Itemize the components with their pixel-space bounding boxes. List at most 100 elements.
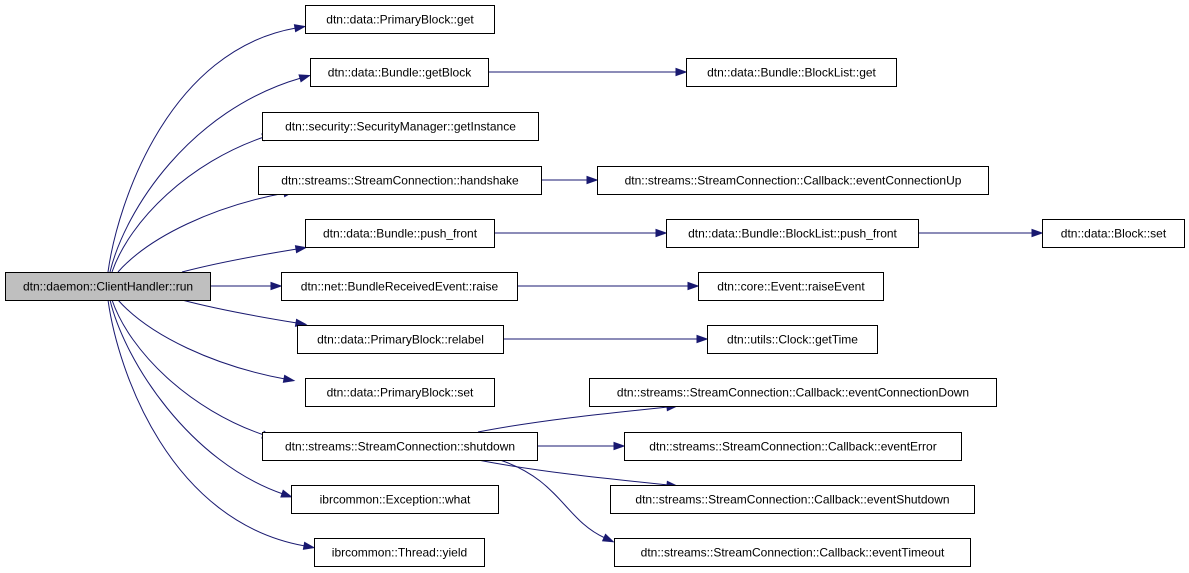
node-bundle-push-front[interactable]: dtn::data::Bundle::push_front xyxy=(305,219,495,248)
node-box[interactable] xyxy=(262,112,539,141)
edge-sc_handshake-to-cb_conn_up xyxy=(541,175,599,185)
arrow-head-icon xyxy=(294,245,308,254)
node-label: dtn::data::Bundle::getBlock xyxy=(328,66,472,80)
edge-root-to-pb_relabel xyxy=(181,299,308,327)
node-label: dtn::data::Bundle::BlockList::push_front xyxy=(688,227,897,241)
arrow-head-icon xyxy=(270,281,283,291)
node-blocklist-get[interactable]: dtn::data::Bundle::BlockList::get xyxy=(686,58,897,87)
node-box[interactable] xyxy=(291,485,499,514)
arrow-head-icon xyxy=(586,175,599,185)
arrow-head-icon xyxy=(675,67,688,77)
arrow-head-icon xyxy=(601,533,615,543)
node-box[interactable] xyxy=(305,5,495,34)
node-label: dtn::streams::StreamConnection::handshak… xyxy=(281,174,519,188)
edge-line xyxy=(107,299,306,547)
node-label: dtn::streams::StreamConnection::Callback… xyxy=(641,546,945,560)
node-label: dtn::streams::StreamConnection::shutdown xyxy=(285,440,515,454)
node-label: dtn::data::PrimaryBlock::relabel xyxy=(317,333,484,347)
node-box[interactable] xyxy=(686,58,897,87)
node-cb-shutdown[interactable]: dtn::streams::StreamConnection::Callback… xyxy=(610,485,975,514)
edge-line xyxy=(111,136,265,273)
arrow-head-icon xyxy=(613,441,626,451)
edge-line xyxy=(109,77,302,273)
edge-line xyxy=(117,192,286,273)
node-box[interactable] xyxy=(610,485,975,514)
edge-root-to-sc_handshake xyxy=(117,189,296,273)
node-bre-raise[interactable]: dtn::net::BundleReceivedEvent::raise xyxy=(281,272,518,301)
edge-blocklist_push_front-to-block_set xyxy=(918,228,1044,238)
arrow-head-icon xyxy=(280,489,293,498)
node-box[interactable] xyxy=(310,58,489,87)
node-thread-yield[interactable]: ibrcommon::Thread::yield xyxy=(314,538,485,567)
edge-bre_raise-to-event_raiseevent xyxy=(517,281,700,291)
node-label: dtn::streams::StreamConnection::Callback… xyxy=(625,174,962,188)
node-secmgr-getinstance[interactable]: dtn::security::SecurityManager::getInsta… xyxy=(262,112,539,141)
edge-root-to-bundle_getblock xyxy=(109,74,312,273)
edges-layer xyxy=(107,24,1044,550)
node-box[interactable] xyxy=(305,378,495,407)
node-event-raiseevent[interactable]: dtn::core::Event::raiseEvent xyxy=(698,272,884,301)
node-box[interactable] xyxy=(281,272,518,301)
edge-root-to-thread_yield xyxy=(107,299,316,550)
edge-line xyxy=(477,406,669,433)
node-box[interactable] xyxy=(707,325,878,354)
node-label: dtn::streams::StreamConnection::Callback… xyxy=(635,493,949,507)
node-root[interactable]: dtn::daemon::ClientHandler::run xyxy=(5,272,211,301)
edge-line xyxy=(181,248,298,273)
edge-pb_relabel-to-clock_gettime xyxy=(503,334,709,344)
edge-root-to-bundle_push_front xyxy=(181,245,308,273)
node-box[interactable] xyxy=(666,219,919,248)
node-label: dtn::daemon::ClientHandler::run xyxy=(23,280,193,294)
node-cb-error[interactable]: dtn::streams::StreamConnection::Callback… xyxy=(624,432,962,461)
node-box[interactable] xyxy=(305,219,495,248)
node-pb-get[interactable]: dtn::data::PrimaryBlock::get xyxy=(305,5,495,34)
node-clock-gettime[interactable]: dtn::utils::Clock::getTime xyxy=(707,325,878,354)
edge-line xyxy=(109,299,284,495)
edge-root-to-secmgr_getinstance xyxy=(111,133,274,273)
node-box[interactable] xyxy=(1042,219,1185,248)
node-label: dtn::data::Bundle::BlockList::get xyxy=(707,66,876,80)
edge-line xyxy=(111,299,265,436)
edge-sc_shutdown-to-cb_shutdown xyxy=(477,459,679,490)
node-box[interactable] xyxy=(5,272,211,301)
arrow-head-icon xyxy=(687,281,700,291)
arrow-head-icon xyxy=(298,74,312,83)
node-pb-set[interactable]: dtn::data::PrimaryBlock::set xyxy=(305,378,495,407)
node-box[interactable] xyxy=(589,378,997,407)
node-box[interactable] xyxy=(624,432,962,461)
node-cb-timeout[interactable]: dtn::streams::StreamConnection::Callback… xyxy=(614,538,971,567)
node-cb-conn-down[interactable]: dtn::streams::StreamConnection::Callback… xyxy=(589,378,997,407)
edge-line xyxy=(117,299,286,380)
node-label: dtn::core::Event::raiseEvent xyxy=(717,280,865,294)
edge-root-to-sc_shutdown xyxy=(111,299,274,439)
node-exc-what[interactable]: ibrcommon::Exception::what xyxy=(291,485,499,514)
node-cb-conn-up[interactable]: dtn::streams::StreamConnection::Callback… xyxy=(597,166,989,195)
arrow-head-icon xyxy=(293,24,307,33)
node-label: ibrcommon::Thread::yield xyxy=(332,546,467,560)
node-box[interactable] xyxy=(262,432,538,461)
node-box[interactable] xyxy=(698,272,884,301)
node-box[interactable] xyxy=(297,325,504,354)
node-box[interactable] xyxy=(614,538,971,567)
arrow-head-icon xyxy=(282,374,296,383)
node-block-set[interactable]: dtn::data::Block::set xyxy=(1042,219,1185,248)
node-sc-shutdown[interactable]: dtn::streams::StreamConnection::shutdown xyxy=(262,432,538,461)
edge-bundle_getblock-to-blocklist_get xyxy=(488,67,688,77)
node-box[interactable] xyxy=(258,166,542,195)
edge-root-to-pb_get xyxy=(107,24,307,273)
edge-root-to-bre_raise xyxy=(210,281,283,291)
edge-line xyxy=(477,459,669,486)
node-bundle-getblock[interactable]: dtn::data::Bundle::getBlock xyxy=(310,58,489,87)
node-pb-relabel[interactable]: dtn::data::PrimaryBlock::relabel xyxy=(297,325,504,354)
node-label: dtn::data::Bundle::push_front xyxy=(323,227,478,241)
node-sc-handshake[interactable]: dtn::streams::StreamConnection::handshak… xyxy=(258,166,542,195)
node-box[interactable] xyxy=(597,166,989,195)
node-label: dtn::data::PrimaryBlock::set xyxy=(327,386,474,400)
node-label: dtn::utils::Clock::getTime xyxy=(727,333,858,347)
node-blocklist-push-front[interactable]: dtn::data::Bundle::BlockList::push_front xyxy=(666,219,919,248)
node-label: dtn::streams::StreamConnection::Callback… xyxy=(649,440,936,454)
node-box[interactable] xyxy=(314,538,485,567)
edge-root-to-exc_what xyxy=(109,299,293,498)
edge-line xyxy=(499,459,606,539)
